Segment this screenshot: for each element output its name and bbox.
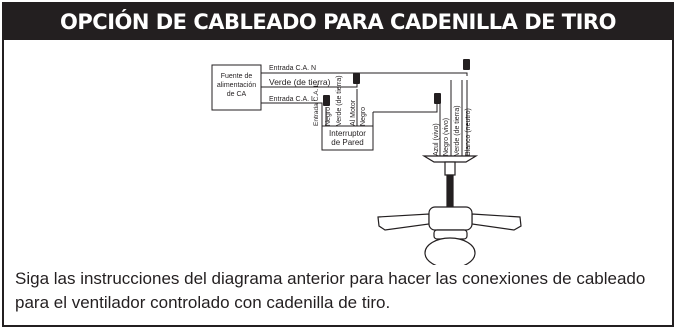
entrada-l-label: Entrada C.A. L bbox=[269, 96, 315, 103]
switch-wire-label-5: Negro bbox=[360, 107, 367, 126]
diagram-frame: OPCIÓN DE CABLEADO PARA CADENILLA DE TIR… bbox=[2, 2, 674, 327]
source-label-3: de CA bbox=[227, 91, 247, 98]
wire-nut-icon bbox=[353, 73, 360, 84]
switch-wire-label-2: Negro bbox=[325, 107, 332, 126]
fan-wire-label-2: Negro (vivo) bbox=[443, 118, 450, 156]
switch-label-2: de Pared bbox=[331, 138, 363, 147]
instructions-text: Siga las instrucciones del diagrama ante… bbox=[15, 269, 646, 312]
wire-nut-icon bbox=[323, 95, 330, 106]
neutral-wire bbox=[261, 72, 468, 76]
switch-wire-label-3: Verde (de tierra) bbox=[336, 75, 343, 126]
source-label-1: Fuente de bbox=[221, 73, 253, 80]
wall-switch-box bbox=[321, 125, 374, 151]
page-title: OPCIÓN DE CABLEADO PARA CADENILLA DE TIR… bbox=[4, 4, 672, 40]
line-wire bbox=[261, 102, 323, 126]
switch-wire-label-4: Al Motor bbox=[350, 99, 357, 126]
fan-wire-label-1: Azul (vivo) bbox=[433, 123, 440, 156]
wire-nuts bbox=[323, 59, 470, 106]
wire-nut-icon bbox=[463, 59, 470, 70]
verde-label: Verde (de tierra) bbox=[269, 77, 331, 87]
entrada-n-label: Entrada C.A. N bbox=[269, 65, 316, 72]
fan-wire-label-3: Verde (de tierra) bbox=[454, 105, 461, 156]
source-label-2: alimentación bbox=[217, 82, 256, 89]
switch-wire-label-1: Entrada C.A. L bbox=[313, 83, 320, 126]
ceiling-fan-icon bbox=[377, 155, 522, 265]
switch-to-motor-wire bbox=[373, 104, 438, 113]
wire-nut-icon bbox=[434, 93, 441, 104]
switch-label-1: Interruptor bbox=[329, 129, 366, 138]
wiring-diagram: Fuente de alimentación de CA Entrada C.A… bbox=[211, 59, 522, 265]
fan-wire-label-4: Blanco (neutro) bbox=[465, 108, 472, 156]
